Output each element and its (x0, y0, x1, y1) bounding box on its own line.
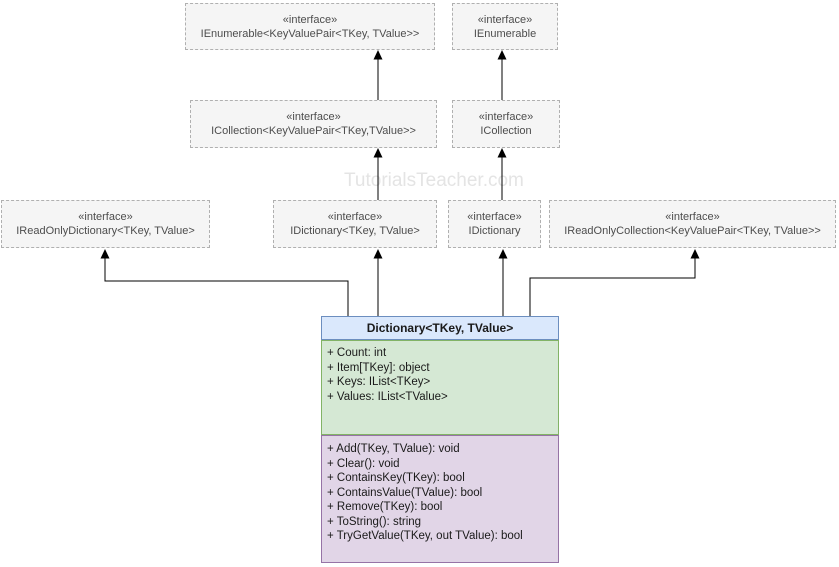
method-line: + Add(TKey, TValue): void (327, 443, 460, 455)
connector-dictionary-to-ireadonlydictionary (100, 249, 349, 316)
method-line: + Clear(): void (327, 457, 400, 470)
connector-dictionary-to-idictionary-generic (373, 249, 383, 316)
method-line: + ToString(): string (327, 515, 422, 528)
interface-name: IReadOnlyCollection<KeyValuePair<TKey, T… (564, 225, 821, 237)
stereotype-label: «interface» (327, 211, 383, 223)
method-line: + Remove(TKey): bool (327, 501, 443, 513)
stereotype-label: «interface» (665, 211, 720, 223)
method-line: + ContainsKey(TKey): bool (327, 472, 465, 484)
interface-name: IEnumerable (473, 27, 537, 40)
class-box-dictionary: Dictionary<TKey, TValue> + Count: int + … (321, 316, 559, 563)
watermark: TutorialsTeacher.com (344, 170, 524, 191)
interface-box-ienumerable-kvp: «interface» IEnumerable<KeyValuePair<TKe… (185, 3, 435, 50)
property-line: + Keys: IList<TKey> (327, 376, 431, 388)
method-line: + ContainsValue(TValue): bool (327, 486, 483, 499)
interface-name: ICollection<KeyValuePair<TKey,TValue>> (211, 125, 416, 137)
interface-box-ienumerable: «interface» IEnumerable (452, 3, 558, 50)
class-methods-section: + Add(TKey, TValue): void + Clear(): voi… (321, 435, 559, 563)
stereotype-label: «interface» (477, 13, 533, 26)
interface-name: ICollection (480, 125, 532, 137)
stereotype-label: «interface» (78, 211, 133, 223)
property-line: + Item[TKey]: object (327, 361, 430, 374)
interface-box-icollection-kvp: «interface» ICollection<KeyValuePair<TKe… (190, 100, 437, 148)
method-line: + TryGetValue(TKey, out TValue): bool (327, 530, 523, 542)
class-title: Dictionary<TKey, TValue> (321, 316, 559, 340)
stereotype-label: «interface» (282, 13, 338, 26)
interface-box-idictionary: «interface» IDictionary (448, 200, 541, 248)
interface-box-icollection: «interface» ICollection (452, 100, 560, 148)
connector-icollection-kvp-to-ienumerable-kvp (373, 50, 383, 100)
connector-dictionary-to-ireadonlycollection-kvp (529, 249, 700, 316)
interface-name: IDictionary<TKey, TValue> (290, 225, 420, 237)
stereotype-label: «interface» (467, 211, 522, 223)
interface-box-ireadonlydictionary: «interface» IReadOnlyDictionary<TKey, TV… (1, 200, 210, 248)
stereotype-label: «interface» (478, 111, 534, 123)
interface-name: IEnumerable<KeyValuePair<TKey, TValue>> (200, 27, 420, 40)
interface-box-idictionary-generic: «interface» IDictionary<TKey, TValue> (273, 200, 437, 248)
stereotype-label: «interface» (286, 111, 341, 123)
connector-icollection-to-ienumerable (497, 50, 507, 100)
connector-dictionary-to-idictionary (498, 249, 508, 316)
property-line: + Values: IList<TValue> (327, 390, 448, 403)
property-line: + Count: int (327, 347, 387, 359)
interface-name: IDictionary (468, 225, 521, 237)
class-properties-section: + Count: int + Item[TKey]: object + Keys… (321, 340, 559, 435)
interface-box-ireadonlycollection-kvp: «interface» IReadOnlyCollection<KeyValue… (549, 200, 836, 248)
interface-name: IReadOnlyDictionary<TKey, TValue> (16, 225, 195, 237)
